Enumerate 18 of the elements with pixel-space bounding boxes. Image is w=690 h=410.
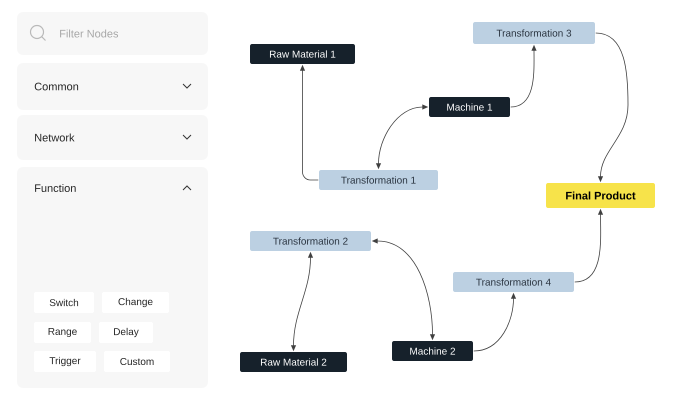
- node-chip: Range: [34, 322, 91, 343]
- process-box: Transformation 3: [473, 22, 595, 44]
- node-chip: Change: [102, 292, 169, 313]
- category-panel: Network: [17, 115, 208, 160]
- process-box: Raw Material 1: [250, 44, 355, 64]
- process-box: Transformation 2: [250, 231, 371, 251]
- process-box: Transformation 1: [319, 170, 438, 190]
- process-box: Transformation 4: [453, 272, 574, 292]
- node-chip: Trigger: [34, 351, 96, 372]
- process-box: Machine 2: [392, 341, 473, 361]
- process-box: Machine 1: [429, 97, 510, 117]
- process-box: Raw Material 2: [240, 352, 347, 372]
- node-chip: Custom: [104, 351, 170, 372]
- category-panel: Common: [17, 63, 208, 110]
- product-box: Final Product: [546, 183, 655, 208]
- node-chip: Delay: [99, 322, 153, 343]
- search-field: Filter Nodes: [17, 12, 208, 55]
- node-chip: Switch: [34, 292, 94, 313]
